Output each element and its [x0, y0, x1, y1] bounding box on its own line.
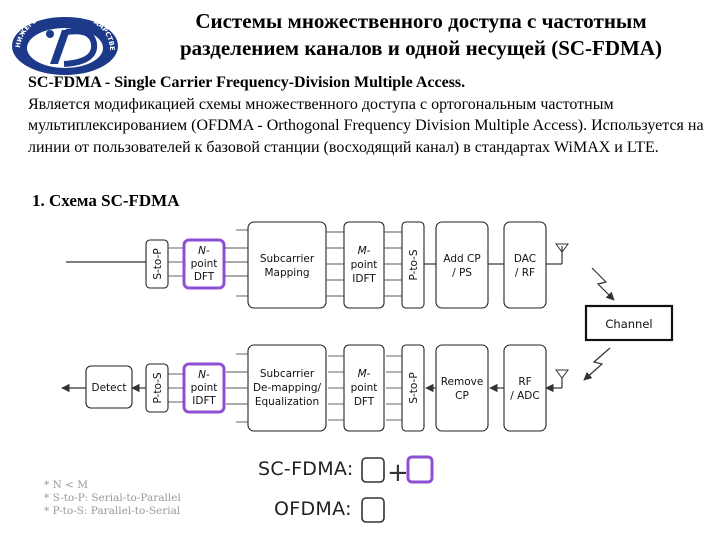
rx-idft-label-2: point: [191, 382, 218, 394]
rx-p-to-s-block: P-to-S: [145, 363, 169, 413]
rx-detect-block: Detect: [85, 365, 133, 409]
tx-s-to-p-label: S-to-P: [152, 248, 164, 279]
rx-rf-adc-block: RF / ADC: [503, 344, 547, 432]
rx-idft-label-1: N-: [198, 369, 210, 381]
tx-p-to-s-block: P-to-S: [401, 221, 425, 309]
channel-label: Channel: [605, 317, 652, 331]
rx-demap-label-1: Subcarrier: [260, 368, 315, 380]
tx-cp-label-2: / PS: [452, 267, 472, 279]
rx-remove-cp-block: Remove CP: [435, 344, 489, 432]
tx-dac-label-2: / RF: [515, 267, 535, 279]
rx-dft-label-3: DFT: [354, 396, 375, 408]
legend-plus-sign: +: [387, 458, 409, 488]
tx-idft-label-3: IDFT: [352, 273, 376, 285]
rx-wireless-signal-icon: [583, 347, 611, 381]
legend-scfdma-label: SC-FDMA:: [258, 458, 354, 480]
rx-demap-label-2: De-mapping/: [253, 382, 322, 394]
rx-s-to-p-label: S-to-P: [408, 372, 420, 403]
tx-p-to-s-label: P-to-S: [408, 249, 420, 280]
tx-cp-label-1: Add CP: [443, 253, 480, 265]
tx-dft-label-1: N-: [198, 245, 210, 257]
tx-idft-label-1: M-: [358, 245, 371, 257]
rx-adc-label-2: / ADC: [510, 390, 539, 402]
rx-demap-label-3: Equalization: [255, 396, 319, 408]
tx-n-point-dft-block: N- point DFT: [182, 238, 226, 290]
intro-description: Является модификацией схемы множественно…: [28, 95, 704, 156]
slide-title: Системы множественного доступа с частотн…: [128, 8, 714, 62]
tx-wireless-signal-icon: [591, 267, 615, 301]
note-p-to-s: * P-to-S: Parallel-to-Serial: [44, 505, 181, 517]
rx-detect-label: Detect: [91, 382, 126, 394]
rx-p-to-s-label: P-to-S: [152, 372, 164, 403]
title-line-2: разделением каналов и одной несущей (SC-…: [179, 36, 662, 60]
tx-subcarrier-mapping-block: Subcarrier Mapping: [247, 221, 327, 309]
rx-subcarrier-demapping-block: Subcarrier De-mapping/ Equalization: [247, 344, 327, 432]
rx-m-point-dft-block: M- point DFT: [343, 344, 385, 432]
rx-s-to-p-block: S-to-P: [401, 344, 425, 432]
rx-antenna-icon: [545, 369, 569, 393]
rx-cp-label-1: Remove: [441, 376, 484, 388]
legend-scfdma-plain-box: [361, 457, 385, 483]
rx-adc-label-1: RF: [518, 376, 531, 388]
tx-dac-rf-block: DAC / RF: [503, 221, 547, 309]
tx-add-cp-block: Add CP / PS: [435, 221, 489, 309]
rx-n-point-idft-block: N- point IDFT: [182, 362, 226, 414]
rx-cp-label-2: CP: [455, 390, 469, 402]
rx-dft-label-2: point: [351, 382, 378, 394]
legend-ofdma-label: OFDMA:: [274, 498, 352, 520]
section-heading: 1. Схема SC-FDMA: [32, 191, 180, 210]
tx-dac-label-1: DAC: [514, 253, 536, 265]
rx-idft-label-3: IDFT: [192, 395, 216, 407]
tx-dft-label-2: point: [191, 258, 218, 270]
tx-s-to-p-block: S-to-P: [145, 239, 169, 289]
university-logo: НИЖЕГОРОДСКИЙ ГОСУДАРСТВЕННЫЙ УНИВЕРСИТЕ…: [4, 4, 118, 75]
tx-antenna-icon: [546, 243, 569, 265]
tx-m-point-idft-block: M- point IDFT: [343, 221, 385, 309]
legend-scfdma-highlight-box: [406, 455, 434, 484]
intro-definition: SC-FDMA - Single Carrier Frequency-Divis…: [28, 74, 466, 91]
note-s-to-p: * S-to-P: Serial-to-Parallel: [44, 492, 181, 504]
tx-map-label-1: Subcarrier: [260, 253, 315, 265]
tx-map-label-2: Mapping: [264, 267, 309, 279]
intro-paragraph: SC-FDMA - Single Carrier Frequency-Divis…: [28, 72, 708, 158]
tx-idft-label-2: point: [351, 259, 378, 271]
rx-dft-label-1: M-: [358, 368, 371, 380]
tx-dft-label-3: DFT: [194, 271, 215, 283]
title-line-1: Системы множественного доступа с частотн…: [195, 9, 647, 33]
legend-ofdma-plain-box: [361, 497, 385, 523]
note-n-less-m: * N < M: [44, 479, 88, 491]
channel-block: Channel: [584, 304, 674, 342]
